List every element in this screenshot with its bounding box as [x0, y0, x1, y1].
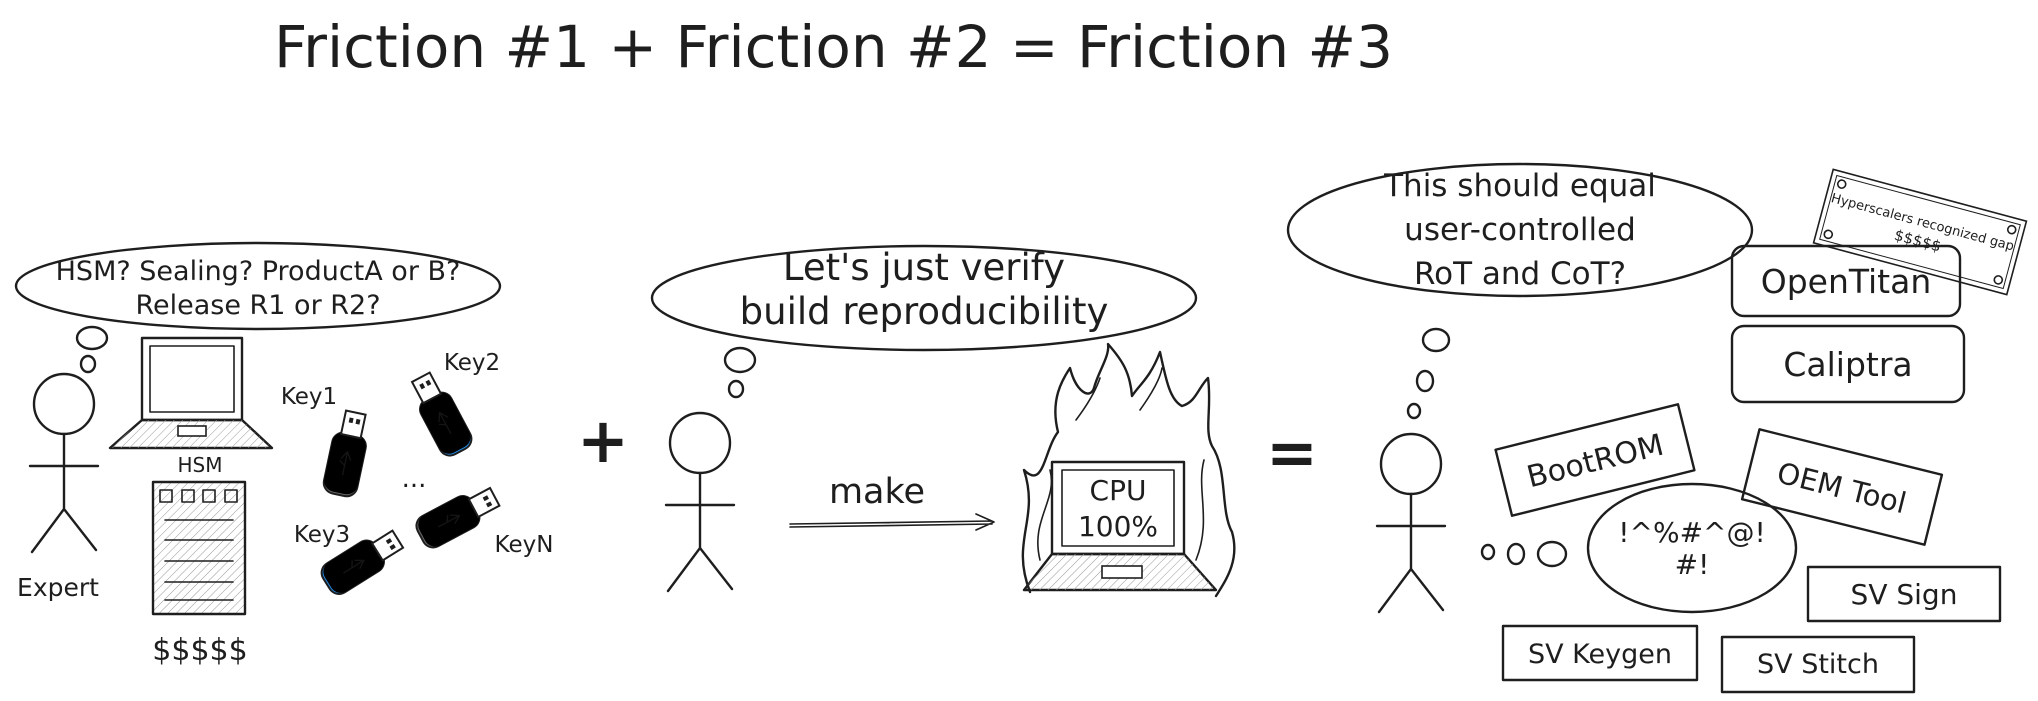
thought-text-line2: user-controlled: [1404, 212, 1636, 248]
oem-tool-label: OEM Tool: [1774, 456, 1910, 521]
key3-label: Key3: [294, 522, 350, 548]
make-command-label: make: [829, 472, 925, 512]
sv-stitch-label: SV Stitch: [1757, 649, 1879, 680]
sv-sign-label: SV Sign: [1851, 578, 1958, 611]
curse-text-line1: !^%#^@!: [1618, 516, 1765, 549]
thought-bubble: [1286, 162, 1754, 298]
usb-keyn-icon: [413, 480, 504, 552]
cpu-label: CPU: [1090, 474, 1147, 507]
thought-dot: [1480, 543, 1496, 561]
usb-key2-icon: [404, 368, 476, 459]
bootrom-box: BootROM: [1494, 403, 1696, 517]
ellipsis: ...: [402, 464, 427, 494]
key1-label: Key1: [281, 384, 337, 410]
thought-bubble: [650, 244, 1198, 352]
cost-label: $$$$$: [152, 633, 247, 668]
thought-text-line1: HSM? Sealing? ProductA or B?: [56, 256, 461, 287]
hsm-label: HSM: [178, 453, 223, 477]
panel-friction-1: HSM? Sealing? ProductA or B? Release R1 …: [14, 241, 554, 668]
curse-bubble: [1586, 482, 1798, 614]
key2-label: Key2: [444, 350, 500, 376]
sv-keygen-label: SV Keygen: [1528, 639, 1672, 670]
thought-text-line2: build reproducibility: [740, 290, 1109, 333]
caliptra-box: Caliptra: [1730, 324, 1966, 404]
thought-dot: [1506, 542, 1526, 566]
thought-text-line3: RoT and CoT?: [1414, 256, 1626, 292]
user-stick-figure: [1375, 432, 1447, 614]
usb-key3-icon: [318, 523, 408, 599]
equals-operator: =: [1266, 416, 1318, 489]
thought-dot: [1415, 369, 1435, 393]
thought-dot: [727, 379, 745, 399]
page-title: Friction #1 + Friction #2 = Friction #3: [274, 13, 1393, 81]
thought-bubble: [14, 241, 502, 331]
panel-friction-2: Let's just verify build reproducibility …: [650, 244, 1236, 598]
thought-dot: [79, 354, 97, 374]
keyn-label: KeyN: [495, 532, 554, 558]
arrow-right-icon: [789, 513, 995, 531]
sv-keygen-box: SV Keygen: [1501, 624, 1699, 682]
oem-tool-box: OEM Tool: [1740, 428, 1944, 546]
caliptra-label: Caliptra: [1783, 345, 1912, 384]
thought-dot: [1421, 327, 1451, 353]
thought-text-line1: Let's just verify: [783, 246, 1065, 289]
opentitan-box: OpenTitan: [1730, 244, 1962, 318]
thought-dot: [1536, 540, 1568, 568]
hsm-server-icon: [151, 480, 247, 616]
curse-text-line2: #!: [1675, 548, 1710, 581]
opentitan-label: OpenTitan: [1761, 262, 1932, 301]
thought-dot: [1406, 402, 1422, 420]
hyperscalers-note: Hyperscalers recognized gap $$$$$: [1812, 168, 2028, 296]
fire-icon: [1021, 342, 1236, 598]
usb-key1-icon: [321, 408, 374, 498]
expert-stick-figure: [28, 372, 100, 554]
burning-laptop-icon: [1022, 460, 1218, 592]
sv-sign-box: SV Sign: [1806, 565, 2002, 623]
thought-dot: [723, 346, 757, 374]
cpu-usage-value: 100%: [1078, 510, 1158, 543]
sv-stitch-box: SV Stitch: [1720, 635, 1916, 694]
expert-label: Expert: [17, 573, 99, 602]
thought-dot: [75, 325, 109, 351]
plus-operator: +: [577, 404, 629, 477]
developer-stick-figure: [664, 411, 736, 593]
panel-friction-3: This should equal user-controlled RoT an…: [1286, 162, 2028, 694]
thought-text-line1: This should equal: [1383, 168, 1656, 204]
laptop-icon: [108, 336, 274, 450]
thought-text-line2: Release R1 or R2?: [135, 290, 380, 321]
